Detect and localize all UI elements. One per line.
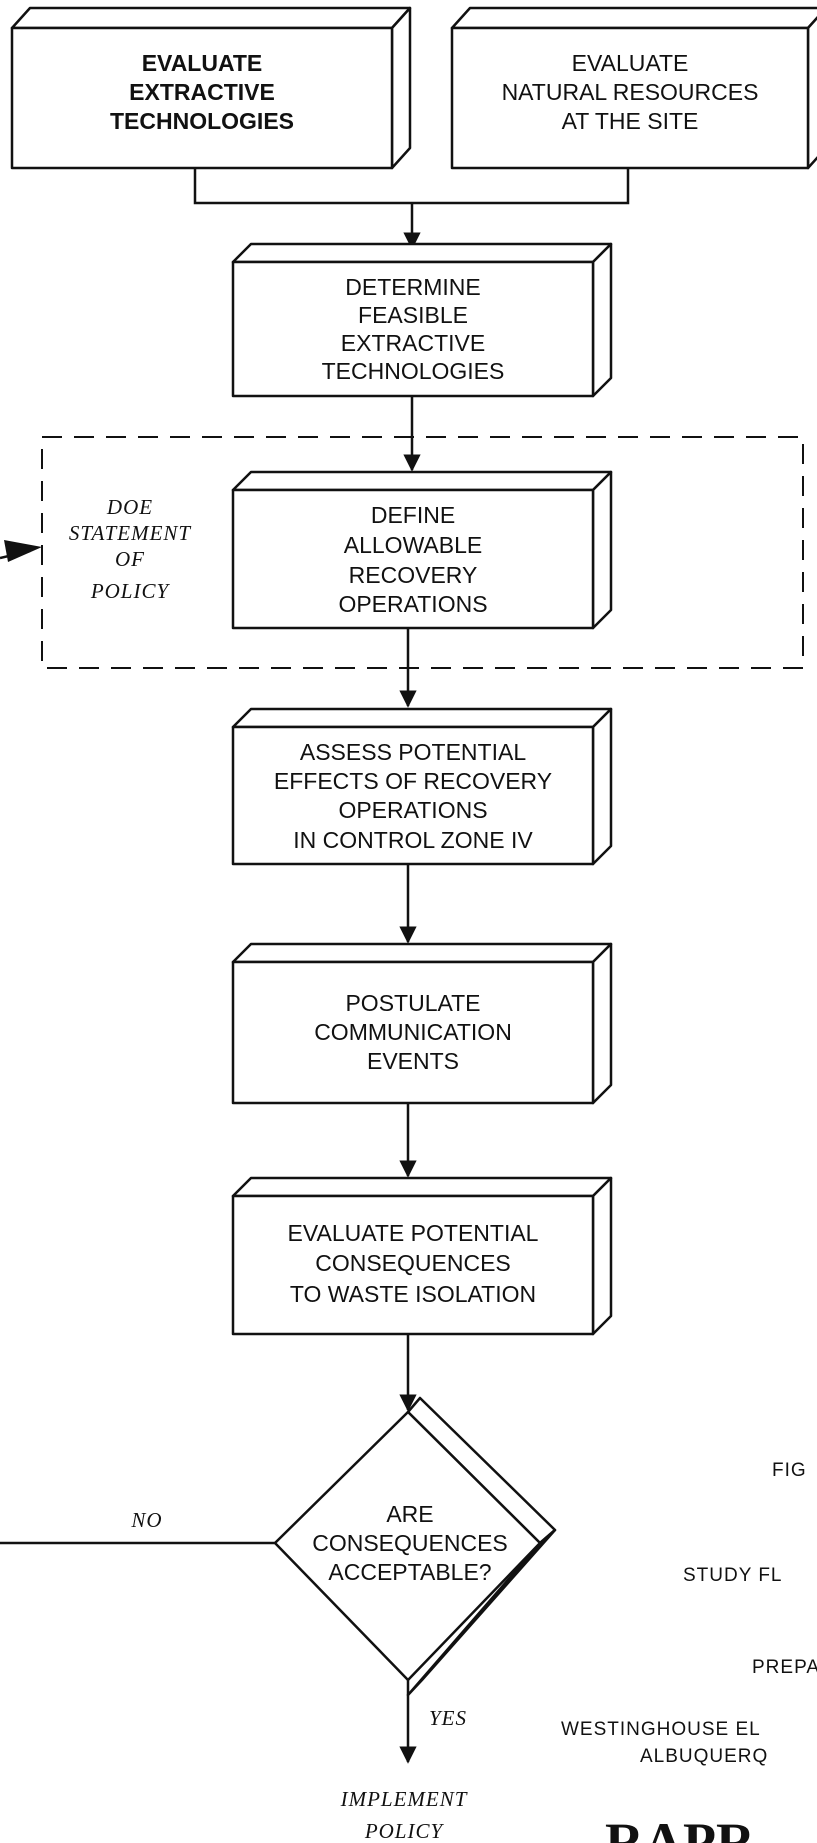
box-7-line-1: EVALUATE POTENTIAL — [288, 1220, 539, 1246]
doe-policy-label: DOE STATEMENT OF POLICY — [69, 495, 192, 603]
box-6-line-2: COMMUNICATION — [314, 1019, 512, 1045]
box-evaluate-extractive-technologies: EVALUATE EXTRACTIVE TECHNOLOGIES — [10, 6, 412, 170]
decision-line-2: CONSEQUENCES — [312, 1530, 508, 1556]
implement-policy-line-1: IMPLEMENT — [340, 1787, 468, 1811]
policy-line-3: OF — [115, 547, 145, 571]
box-5-line-4: IN CONTROL ZONE IV — [293, 827, 533, 853]
box-1-line-2: EXTRACTIVE — [129, 79, 275, 105]
logo: RAPR — [605, 1812, 756, 1843]
implement-policy-line-2: POLICY — [364, 1819, 445, 1843]
box-6-line-3: EVENTS — [367, 1048, 459, 1074]
policy-line-1: DOE — [106, 495, 153, 519]
box-1-line-1: EVALUATE — [142, 50, 263, 76]
box-7-line-3: TO WASTE ISOLATION — [290, 1281, 536, 1307]
decision-diamond: ARE CONSEQUENCES ACCEPTABLE? — [273, 1396, 557, 1697]
box-4-line-3: RECOVERY — [349, 562, 478, 588]
no-branch-label: NO — [130, 1508, 162, 1532]
box-assess-potential-effects: ASSESS POTENTIAL EFFECTS OF RECOVERY OPE… — [231, 707, 613, 866]
box-5-line-3: OPERATIONS — [338, 797, 487, 823]
box-7-line-2: CONSEQUENCES — [315, 1250, 511, 1276]
policy-input-arrowhead — [4, 540, 42, 562]
box-evaluate-potential-consequences: EVALUATE POTENTIAL CONSEQUENCES TO WASTE… — [231, 1176, 613, 1336]
box-evaluate-natural-resources: EVALUATE NATURAL RESOURCES AT THE SITE — [450, 6, 817, 170]
box-5-line-1: ASSESS POTENTIAL — [300, 739, 526, 765]
box-postulate-communication-events: POSTULATE COMMUNICATION EVENTS — [231, 942, 613, 1105]
box-6-line-1: POSTULATE — [345, 990, 480, 1016]
box-2-line-1: EVALUATE — [572, 50, 689, 76]
box-3-line-3: EXTRACTIVE — [341, 330, 485, 356]
westinghouse-label: WESTINGHOUSE EL — [561, 1719, 761, 1740]
box-determine-feasible: DETERMINE FEASIBLE EXTRACTIVE TECHNOLOGI… — [231, 242, 613, 398]
box-5-line-2: EFFECTS OF RECOVERY — [274, 768, 552, 794]
figure-label: FIG — [772, 1460, 807, 1481]
box-4-line-4: OPERATIONS — [338, 591, 487, 617]
decision-line-1: ARE — [386, 1501, 433, 1527]
box-4-line-2: ALLOWABLE — [344, 532, 482, 558]
box-4-line-1: DEFINE — [371, 502, 455, 528]
albuquerque-label: ALBUQUERQ — [640, 1746, 768, 1767]
policy-line-4: POLICY — [90, 579, 171, 603]
merge-connector — [193, 168, 630, 205]
yes-branch-label: YES — [429, 1706, 467, 1730]
decision-line-3: ACCEPTABLE? — [328, 1559, 491, 1585]
prepared-label: PREPA — [752, 1657, 817, 1678]
box-3-line-4: TECHNOLOGIES — [322, 358, 505, 384]
box-3-line-2: FEASIBLE — [358, 302, 468, 328]
box-define-allowable-operations: DEFINE ALLOWABLE RECOVERY OPERATIONS — [231, 470, 613, 630]
box-2-line-2: NATURAL RESOURCES — [502, 79, 759, 105]
box-1-line-3: TECHNOLOGIES — [110, 108, 294, 134]
study-label: STUDY FL — [683, 1565, 783, 1586]
policy-dashed-boundary — [41, 436, 804, 669]
policy-line-2: STATEMENT — [69, 521, 192, 545]
box-3-line-1: DETERMINE — [345, 274, 480, 300]
box-2-line-3: AT THE SITE — [562, 108, 699, 134]
